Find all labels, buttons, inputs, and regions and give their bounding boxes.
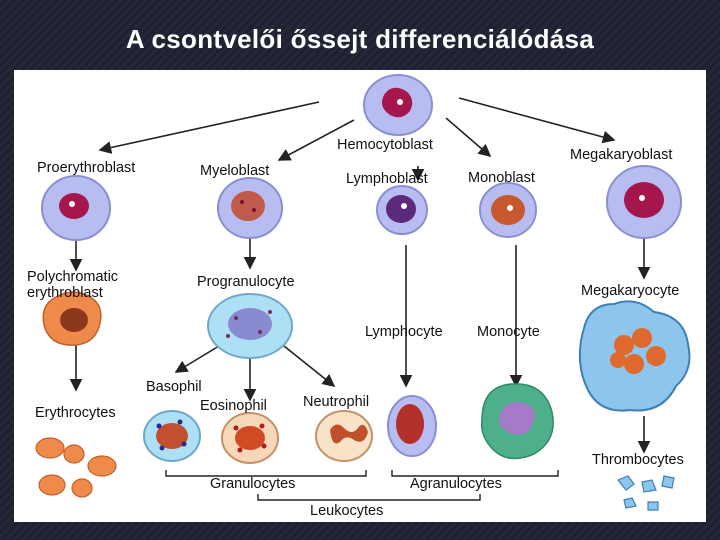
label-progranulocyte: Progranulocyte bbox=[197, 274, 295, 290]
label-lymphoblast: Lymphoblast bbox=[346, 171, 428, 187]
hemocytoblast-cell bbox=[364, 75, 432, 135]
label-hemocytoblast: Hemocytoblast bbox=[337, 137, 433, 153]
label-erythrocytes: Erythrocytes bbox=[35, 405, 116, 421]
label-polychromatic-line2: erythroblast bbox=[27, 285, 103, 301]
erythrocytes-cells bbox=[36, 438, 116, 497]
monoblast-cell bbox=[480, 183, 536, 237]
progranulocyte-cell bbox=[208, 294, 292, 358]
lymphocyte-cell bbox=[388, 396, 436, 456]
label-agranulocytes: Agranulocytes bbox=[410, 476, 502, 492]
label-thrombocytes: Thrombocytes bbox=[592, 452, 684, 468]
label-megakaryocyte: Megakaryocyte bbox=[581, 283, 679, 299]
proerythroblast-cell bbox=[42, 176, 110, 240]
basophil-cell bbox=[144, 411, 200, 461]
label-neutrophil: Neutrophil bbox=[303, 394, 369, 410]
label-monocyte: Monocyte bbox=[477, 324, 540, 340]
label-proerythroblast: Proerythroblast bbox=[37, 160, 135, 176]
thrombocytes-cells bbox=[618, 476, 674, 510]
label-lymphocyte: Lymphocyte bbox=[365, 324, 443, 340]
label-megakaryoblast: Megakaryoblast bbox=[570, 147, 672, 163]
eosinophil-cell bbox=[222, 413, 278, 463]
neutrophil-cell bbox=[316, 411, 372, 461]
label-basophil: Basophil bbox=[146, 379, 202, 395]
label-granulocytes: Granulocytes bbox=[210, 476, 295, 492]
myeloblast-cell bbox=[218, 178, 282, 238]
label-polychromatic-line1: Polychromatic bbox=[27, 269, 118, 285]
megakaryocyte-cell bbox=[580, 301, 690, 410]
label-leukocytes: Leukocytes bbox=[310, 503, 383, 519]
diagram-panel: Hemocytoblast Proerythroblast Myeloblast… bbox=[14, 70, 706, 522]
monocyte-cell bbox=[482, 384, 554, 459]
label-monoblast: Monoblast bbox=[468, 170, 535, 186]
label-eosinophil: Eosinophil bbox=[200, 398, 267, 414]
lymphoblast-cell bbox=[377, 186, 427, 234]
slide-title: A csontvelői őssejt differenciálódása bbox=[0, 24, 720, 55]
megakaryoblast-cell bbox=[607, 166, 681, 238]
label-myeloblast: Myeloblast bbox=[200, 163, 269, 179]
